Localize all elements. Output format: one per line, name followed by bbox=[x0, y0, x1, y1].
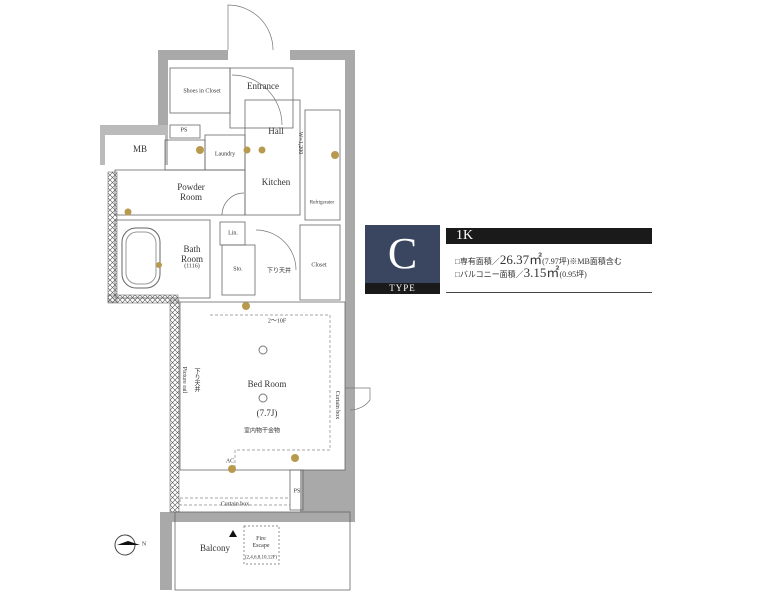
label-kitchen: Kitchen bbox=[261, 177, 291, 187]
type-label: TYPE bbox=[365, 283, 440, 294]
label-bath-room: Bath Room bbox=[180, 244, 203, 264]
label-picture-rail: Picture rail bbox=[181, 366, 187, 394]
label-shoes-in-closet: Shoes in Closet bbox=[183, 88, 221, 95]
label-lowered-ceiling-2: 下り天井 bbox=[193, 368, 199, 392]
label-bed-size: (7.7J) bbox=[256, 408, 278, 418]
label-fire-escape: Fire Escape bbox=[252, 536, 270, 549]
doors bbox=[221, 4, 371, 411]
label-mb: MB bbox=[132, 144, 148, 154]
fire-escape-hatch bbox=[243, 525, 280, 565]
entry-marker-icon bbox=[229, 530, 237, 537]
exclusive-area-label: □専有面積／ bbox=[455, 257, 500, 266]
label-laundry: Laundry bbox=[214, 151, 236, 158]
label-curtain-box: Curtain box bbox=[220, 501, 250, 508]
label-storage: Sto. bbox=[233, 266, 243, 273]
label-ps-bottom: PS bbox=[293, 488, 301, 495]
divider bbox=[446, 292, 652, 293]
exclusive-area-note: (7.97坪)※MB面積含む bbox=[542, 257, 622, 266]
label-floor-range: 2～10F bbox=[267, 318, 287, 325]
compass-icon bbox=[114, 534, 140, 556]
label-fire-escape-floors: (2,4,6,8,10,12F) bbox=[244, 555, 278, 561]
label-width: W=1,200 bbox=[297, 131, 303, 155]
label-ps-top: PS bbox=[180, 127, 188, 134]
balcony-area-note: (0.95坪) bbox=[559, 270, 587, 279]
label-curtain-box-side: Curtain box bbox=[334, 390, 340, 420]
label-balcony: Balcony bbox=[200, 543, 230, 553]
walls bbox=[100, 50, 355, 590]
label-closet: Closet bbox=[311, 262, 327, 269]
label-powder-room: Powder Room bbox=[177, 182, 205, 202]
hatched-wall-left bbox=[107, 171, 118, 303]
compass-n-label: N bbox=[141, 541, 147, 548]
exclusive-area: □専有面積／26.37㎡(7.97坪)※MB面積含む bbox=[455, 249, 622, 268]
label-hall: Hall bbox=[268, 126, 284, 136]
exclusive-area-value: 26.37㎡ bbox=[499, 252, 543, 267]
balcony-area-label: □バルコニー面積／ bbox=[455, 270, 524, 279]
room-outlines bbox=[114, 67, 351, 591]
fixtures bbox=[124, 146, 339, 473]
label-refrigerator: Refrigerator bbox=[309, 200, 335, 206]
balcony-area-value: 3.15㎡ bbox=[523, 265, 560, 280]
type-letter: C bbox=[365, 225, 440, 283]
balcony-area: □バルコニー面積／3.15㎡(0.95坪) bbox=[455, 262, 587, 281]
label-bed-room: Bed Room bbox=[247, 379, 287, 389]
label-entrance: Entrance bbox=[247, 81, 279, 91]
layout-heading: 1K bbox=[446, 228, 652, 244]
label-bath-size: (1116) bbox=[184, 263, 200, 270]
label-lin: Lin. bbox=[228, 230, 238, 237]
label-ac: AC bbox=[225, 458, 235, 465]
label-indoor-drying: 室内物干金物 bbox=[243, 428, 281, 435]
bathtub bbox=[121, 227, 161, 289]
mb-space bbox=[105, 135, 165, 165]
label-lowered-ceiling: 下り天井 bbox=[266, 268, 292, 275]
